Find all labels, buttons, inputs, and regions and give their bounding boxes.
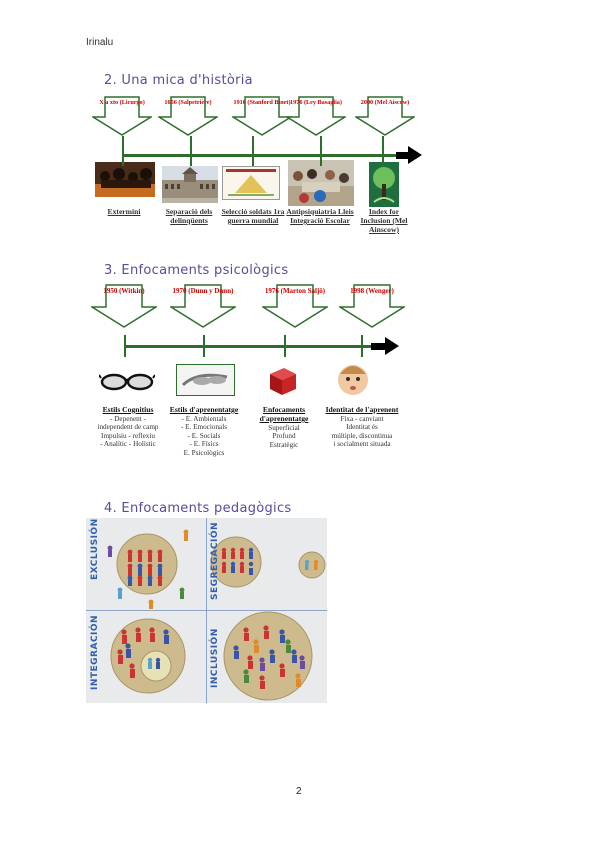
psych-column-line: Impulsiu - reflexiu [101,431,155,440]
psych-column-line: - E. Emocionals [180,423,228,432]
pedagogical-approaches-diagram: EXCLUSIÓN SEGREGACIÓN INTEGRACIÓN INCLUS… [86,518,327,703]
date-arrow: 1916 (Stanford Binet) [232,96,292,136]
stanford-binet-image [222,166,280,200]
date-arrow-label: 1656 (Salpetrière) [164,99,212,106]
child-face-image [333,358,373,398]
history-caption: Separació dels delinqüents [165,207,213,225]
glasses-image [99,370,155,394]
psych-column-line: Fixa - canviant [340,414,384,423]
psych-column-line: Estratègic [269,440,299,449]
psych-column-title: Enfocaments d'aprenentatge [259,405,309,423]
date-arrow: X a xto (Licurgo) [92,96,152,136]
psych-timeline-line [124,345,371,348]
author-name: Irinalu [86,37,114,48]
psych-timeline-arrow-head [385,337,399,355]
psych-column-line: - Depenent - [110,414,146,423]
history-caption: Index for Inclusion (Mel Ainscow) [360,207,408,234]
section-heading-psych: 3. Enfocaments psicològics [104,263,289,278]
date-arrow-label: 2000 (Mel Aiscow) [360,99,410,106]
date-arrow: 1970 (Dunn y Dunn) [170,284,236,328]
psych-timeline-tick [284,335,286,357]
history-caption: Extermini [107,207,141,216]
psych-column-line: múltiple, discontinua [331,431,393,440]
history-timeline-arrow-shaft [396,152,408,159]
psych-timeline-tick [124,335,126,357]
psych-column-line: Superficial [268,423,300,432]
date-arrow: 1976 (Ley Basaglia) [286,96,346,136]
date-arrow-label: X a xto (Licurgo) [99,99,145,106]
date-arrow: 1998 (Wenger) [339,284,405,328]
section-heading-history: 2. Una mica d'història [104,73,253,88]
psych-timeline-tick [203,335,205,357]
history-caption: Selecció soldats 1ra guerra mundial [221,207,285,225]
quadrant-label-segregation: SEGREGACIÓN [210,521,220,600]
date-arrow-label: 1950 (Witkin) [103,287,145,295]
psych-timeline-arrow-shaft [371,343,385,350]
date-arrow-label: 1976 (Marton Saljö) [264,287,326,295]
learning-styles-image [176,364,235,396]
psych-column-title: Estils Cognitius [102,405,154,414]
psych-column-line: - E. Socials [187,431,221,440]
psych-timeline-tick [361,335,363,357]
psych-column: Estils Cognitius- Depenent -independent … [86,405,170,449]
history-caption: Antipsiquiatria Lleis Integració Escolar [286,207,354,225]
history-timeline-tick [252,136,254,166]
date-arrow-label: 1970 (Dunn y Dunn) [172,287,234,295]
inclusion-tree-image [369,162,399,207]
history-timeline-tick [122,136,124,166]
date-arrow-label: 1916 (Stanford Binet) [233,99,291,106]
psych-column-line: i socialment situada [333,440,391,449]
date-arrow: 1950 (Witkin) [91,284,157,328]
psych-column-line: - E. Ambientals [181,414,227,423]
psych-column-line: - E. Físics [189,440,219,449]
psych-column-title: Identitat de l'aprenent [325,405,399,414]
quadrant-label-exclusion: EXCLUSIÓN [90,518,100,580]
quadrant-label-inclusion: INCLUSIÓN [210,628,220,688]
psych-column-line: E. Psicològics [183,448,225,457]
red-cube-image [266,364,300,397]
psych-column-line: - Analític - Holístic [100,440,156,449]
history-timeline-arrow-head [408,146,422,164]
diagram-horizontal-divider [86,610,327,611]
psych-column: Estils d'aprenentatge- E. Ambientals- E.… [166,405,242,457]
page-number: 2 [296,786,302,797]
diagram-figures [107,529,326,701]
psych-column-line: Identitat és [346,423,378,432]
date-arrow-label: 1976 (Ley Basaglia) [290,99,342,106]
salpetriere-image [162,166,218,203]
date-arrow: 1656 (Salpetrière) [158,96,218,136]
quadrant-label-integration: INTEGRACIÓN [90,614,100,690]
history-timeline-tick [320,136,322,166]
psych-column-line: independent de camp [97,423,159,432]
section-heading-pedag: 4. Enfocaments pedagògics [104,501,292,516]
history-timeline-line [122,154,396,157]
psych-column-line: Profund [272,432,296,441]
extermini-image [95,162,155,197]
date-arrow: 2000 (Mel Aiscow) [355,96,415,136]
date-arrow-label: 1998 (Wenger) [350,287,394,295]
psych-column-title: Estils d'aprenentatge [169,405,239,414]
history-timeline-tick [382,136,384,166]
history-timeline-tick [190,136,192,166]
integration-class-image [288,160,354,206]
date-arrow: 1976 (Marton Saljö) [262,284,328,328]
